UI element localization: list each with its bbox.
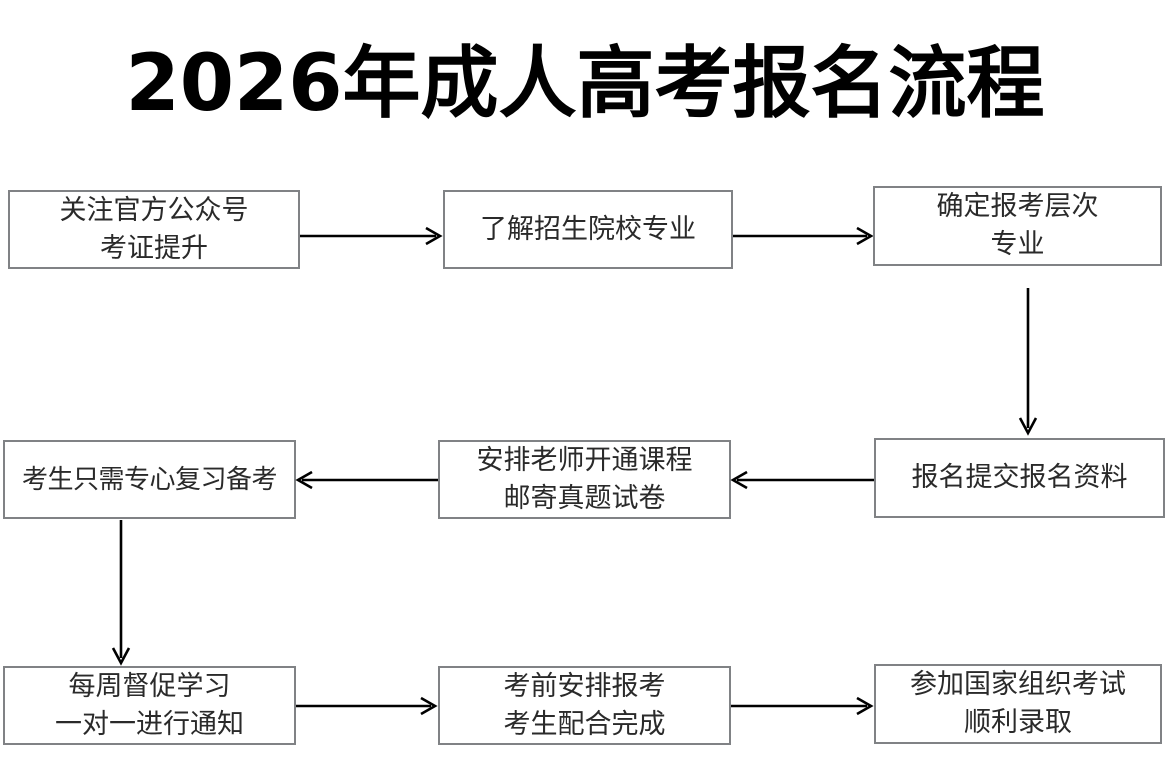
arrow-node8-to-node9 [731,696,874,716]
node-line: 每周督促学习 [68,670,231,702]
page-title: 2026年成人高考报名流程 [125,39,1045,129]
flow-node-weekly-study-supervision[interactable]: 每周督促学习 一对一进行通知 [3,666,296,745]
flow-node-confirm-level-major[interactable]: 确定报考层次 专业 [873,186,1162,266]
arrow-node6-to-node5 [730,470,874,490]
node-line: 参加国家组织考试 [910,669,1126,700]
node-line: 考生只需专心复习备考 [21,464,278,495]
flow-node-student-focus-review[interactable]: 考生只需专心复习备考 [3,440,296,519]
node-line: 了解招生院校专业 [480,213,696,245]
node-line: 关注官方公众号 [59,194,249,226]
flow-node-follow-official-account[interactable]: 关注官方公众号 考证提升 [8,190,300,269]
node-line: 考证提升 [100,232,208,264]
node-line: 专业 [990,229,1045,260]
flow-node-pre-exam-registration[interactable]: 考前安排报考 考生配合完成 [438,666,731,745]
arrow-node4-to-node7 [111,520,131,666]
node-line: 考生配合完成 [503,708,666,740]
node-line: 报名提交报名资料 [911,462,1128,493]
flow-node-attend-national-exam[interactable]: 参加国家组织考试 顺利录取 [874,664,1162,744]
arrow-node3-to-node6 [1018,288,1038,436]
flow-node-learn-schools-majors[interactable]: 了解招生院校专业 [443,190,733,269]
flow-node-teacher-opens-course[interactable]: 安排老师开通课程 邮寄真题试卷 [438,440,731,519]
arrow-node5-to-node4 [295,470,438,490]
node-line: 邮寄真题试卷 [503,482,666,514]
node-line: 一对一进行通知 [55,708,244,740]
node-line: 确定报考层次 [936,191,1099,222]
arrow-node7-to-node8 [296,696,438,716]
node-line: 考前安排报考 [503,670,666,702]
node-line: 顺利录取 [964,707,1072,738]
node-line: 安排老师开通课程 [476,444,693,476]
flow-node-submit-application-materials[interactable]: 报名提交报名资料 [874,438,1165,518]
arrow-node1-to-node2 [300,226,443,246]
arrow-node2-to-node3 [733,226,874,246]
